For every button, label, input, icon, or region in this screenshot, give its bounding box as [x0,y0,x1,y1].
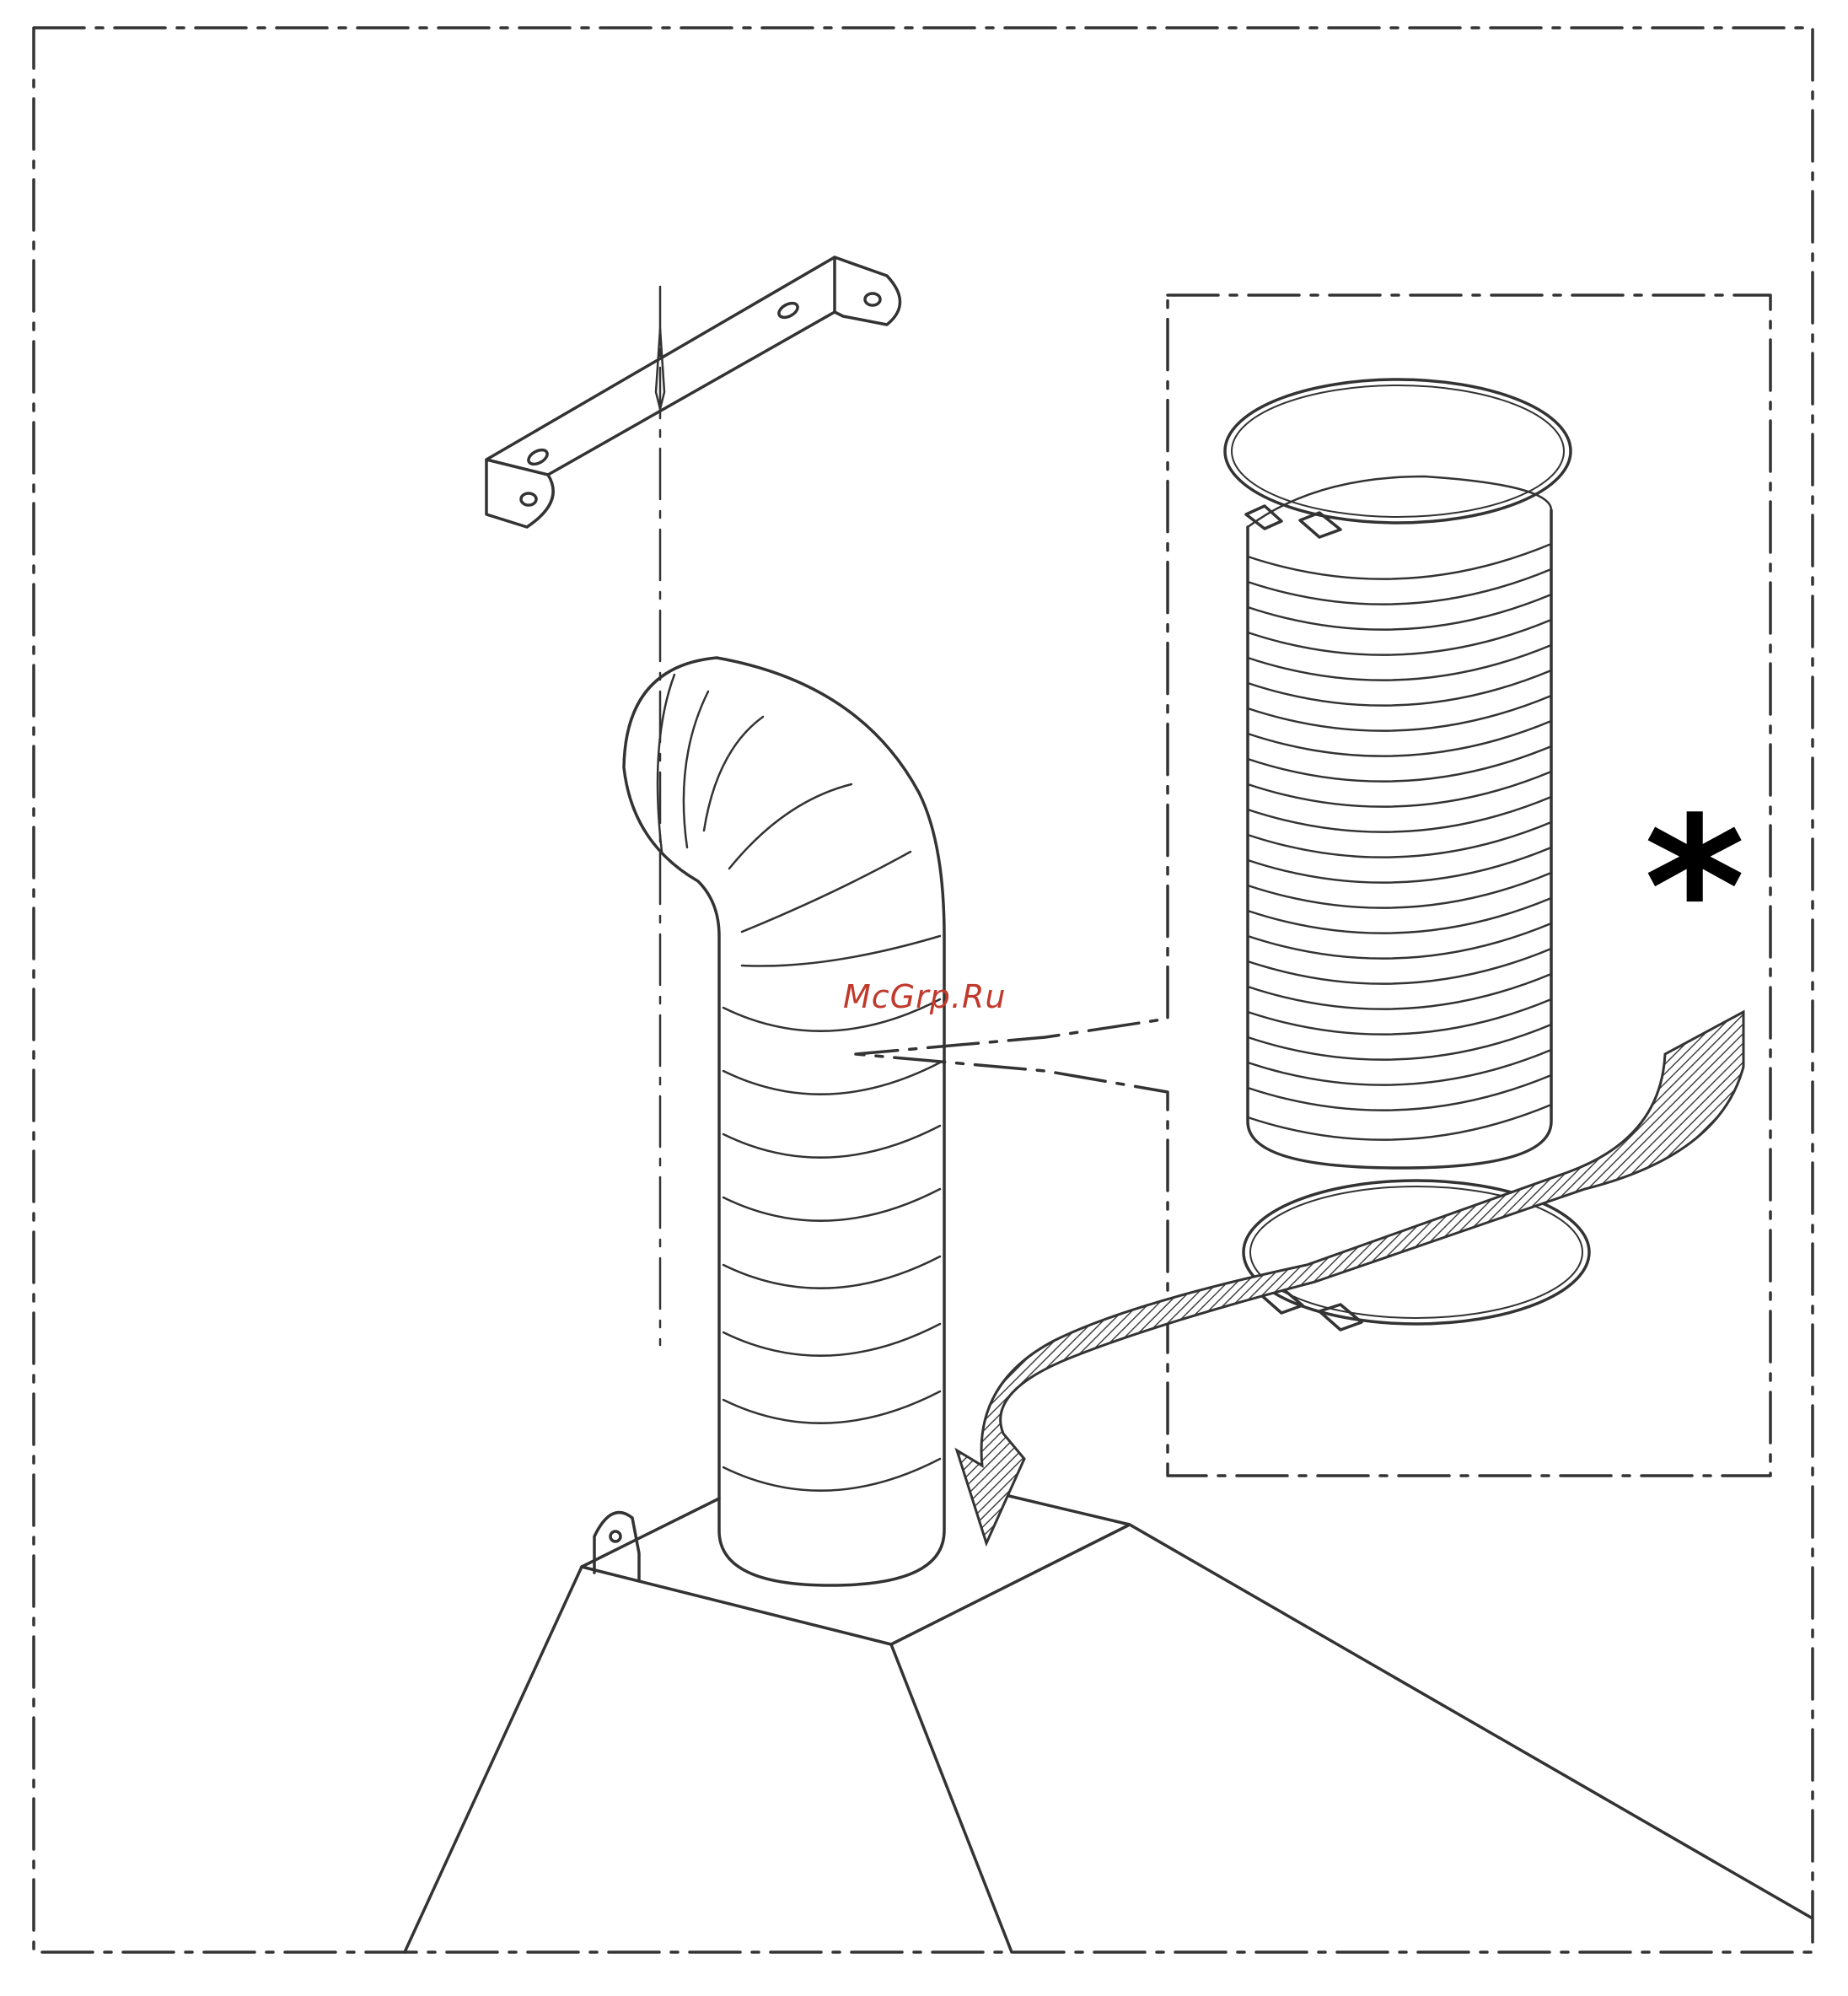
wall-bracket [486,257,900,527]
asterisk-marker: * [1644,793,1745,987]
flexible-duct-hose [624,658,944,1585]
mounting-arrow [957,1012,1743,1543]
chimney-hood-body [405,1493,1813,1952]
detail-hose [1225,379,1571,1168]
detail-inset-frame [856,295,1770,1476]
watermark-text: McGrp.Ru [843,978,1006,1015]
